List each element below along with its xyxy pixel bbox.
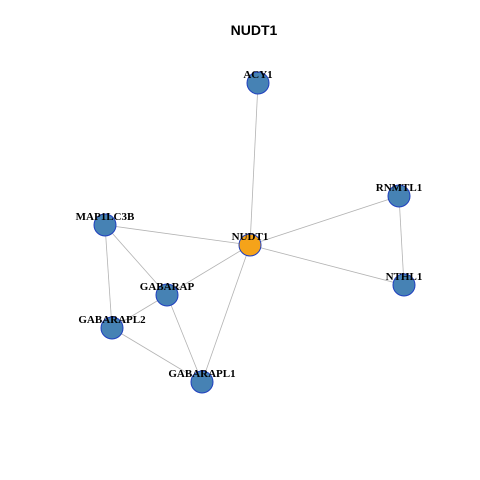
node-nudt1 [238, 233, 262, 257]
node-gabarapl1 [190, 370, 214, 394]
node-label-nthl1: NTHL1 [386, 271, 423, 283]
edge-nudt1-gabarapl1 [201, 244, 251, 383]
edge-rnmtl1-nthl1 [398, 195, 405, 286]
node-layer [93, 71, 416, 394]
node-nthl1 [392, 273, 416, 297]
node-label-gabarapl1: GABARAPL1 [168, 368, 235, 380]
edge-layer [104, 82, 405, 383]
edge-nudt1-rnmtl1 [249, 195, 400, 246]
node-rnmtl1 [387, 184, 411, 208]
node-map1lc3b [93, 213, 117, 237]
node-label-nudt1: NUDT1 [232, 231, 269, 243]
edge-gabarap-gabarapl1 [166, 294, 203, 383]
node-label-acy1: ACY1 [243, 69, 272, 81]
node-gabarapl2 [100, 316, 124, 340]
node-gabarap [155, 283, 179, 307]
edge-nudt1-gabarap [166, 244, 251, 296]
node-label-gabarapl2: GABARAPL2 [78, 314, 146, 326]
edge-map1lc3b-gabarapl2 [104, 224, 113, 329]
node-label-map1lc3b: MAP1LC3B [76, 211, 135, 223]
node-label-rnmtl1: RNMTL1 [376, 182, 422, 194]
edge-nudt1-nthl1 [249, 244, 405, 286]
diagram-title: NUDT1 [231, 22, 278, 38]
edge-nudt1-map1lc3b [104, 224, 251, 246]
edge-map1lc3b-gabarap [104, 224, 168, 296]
edge-gabarapl2-gabarapl1 [111, 327, 203, 383]
edge-nudt1-acy1 [249, 82, 259, 246]
node-acy1 [246, 71, 270, 95]
node-label-gabarap: GABARAP [140, 281, 195, 293]
